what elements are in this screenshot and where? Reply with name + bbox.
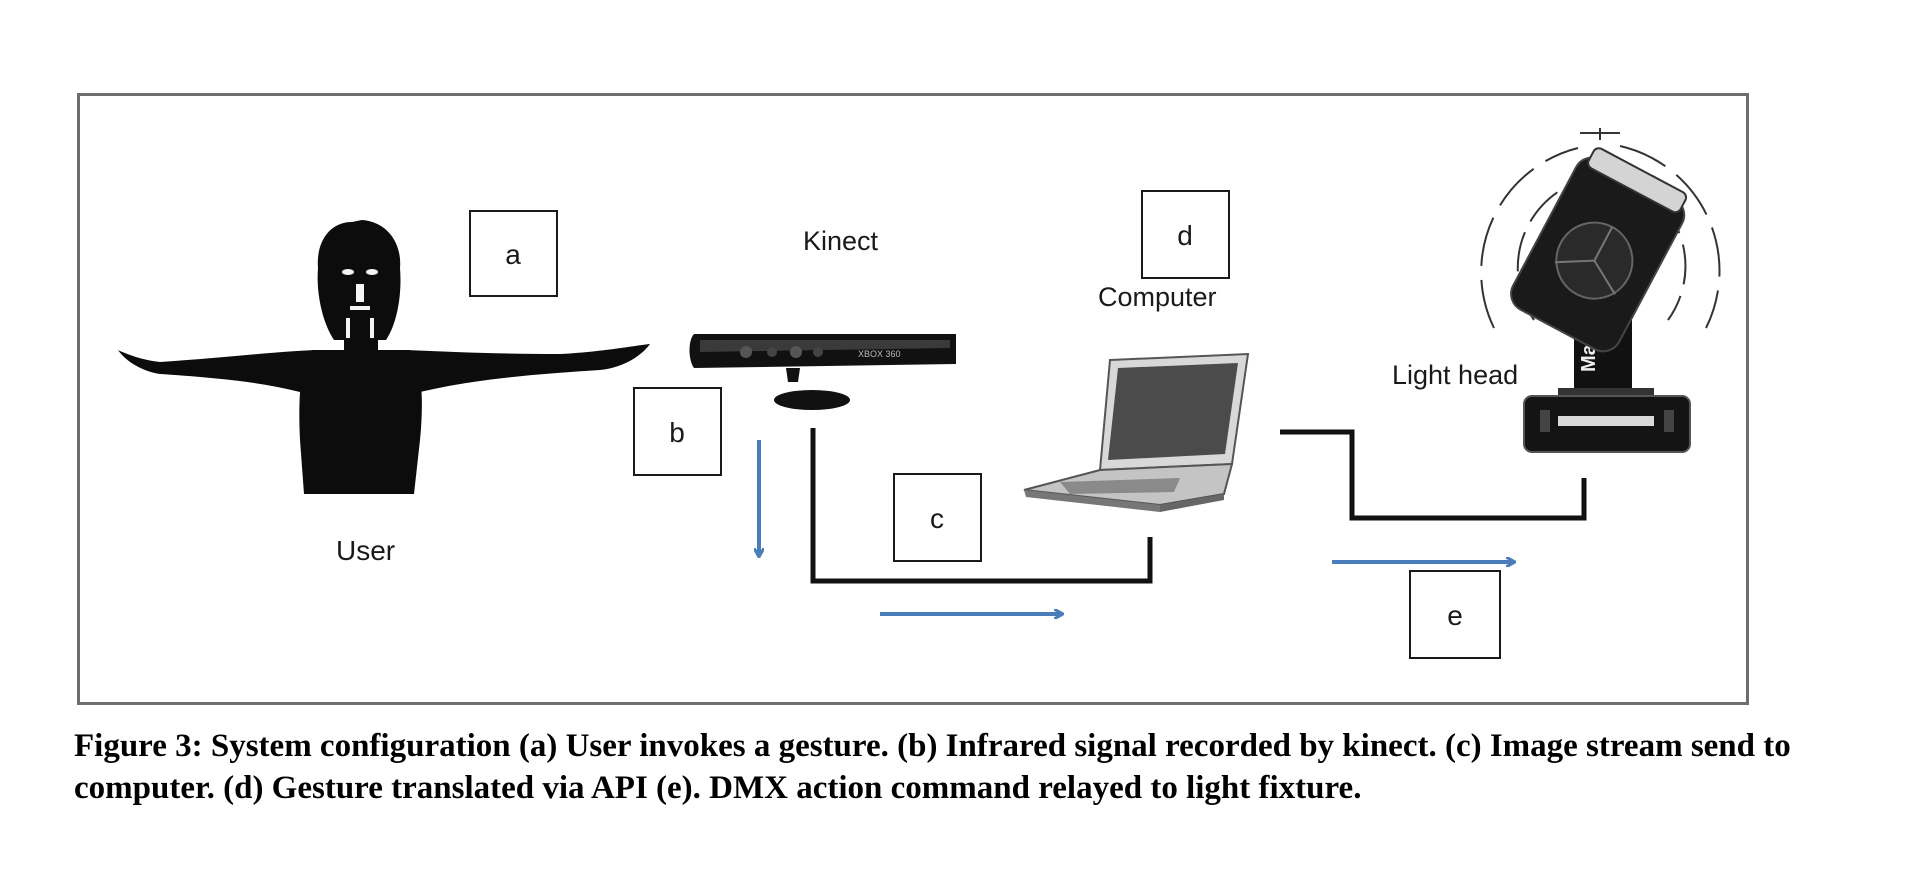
computer-label: Computer <box>1098 282 1217 312</box>
step-box-a <box>469 210 558 297</box>
step-label-d: d <box>1177 220 1193 251</box>
light-head-fixture: Martin <box>1480 128 1721 453</box>
step-box-e <box>1409 570 1501 659</box>
user-face <box>342 269 378 338</box>
step-box-d <box>1141 190 1230 279</box>
diagram-frame <box>77 93 1749 705</box>
wire-computer-light <box>1280 429 1587 521</box>
laptop-computer <box>1023 352 1250 512</box>
step-label-b: b <box>669 417 685 448</box>
kinect-device: XBOX 360 <box>689 334 956 410</box>
figure-caption: Figure 3: System configuration (a) User … <box>74 728 1791 806</box>
light-head-label: Light head <box>1392 360 1518 390</box>
kinect-device-text: XBOX 360 <box>858 349 901 359</box>
kinect-label: Kinect <box>803 226 879 256</box>
step-label-e: e <box>1447 600 1463 631</box>
step-label-c: c <box>930 503 944 534</box>
step-box-c <box>893 473 982 562</box>
user-label: User <box>336 535 395 566</box>
user-figure <box>118 220 650 494</box>
wire-kinect-computer <box>810 428 1153 584</box>
step-label-a: a <box>505 239 521 270</box>
step-box-b <box>633 387 722 476</box>
